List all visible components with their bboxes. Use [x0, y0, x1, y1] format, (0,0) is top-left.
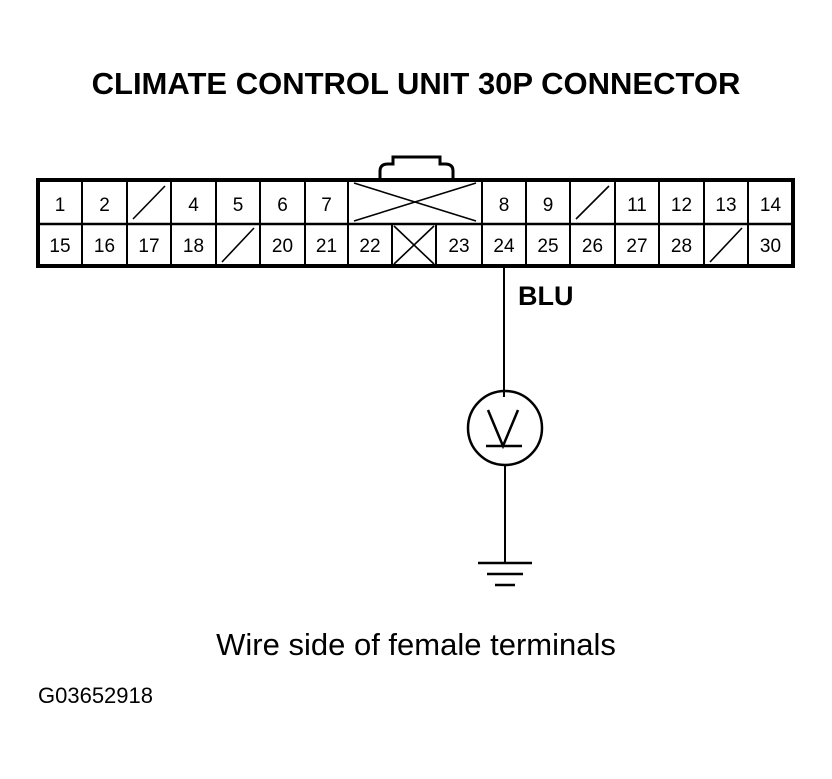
terminal-number: 30	[760, 236, 781, 257]
empty-cavity-mark	[709, 227, 743, 263]
terminal-number: 1	[55, 195, 66, 216]
terminal-number: 25	[537, 236, 558, 257]
terminal-number: 21	[316, 236, 337, 257]
terminal-number: 18	[183, 236, 204, 257]
terminal-number: 17	[138, 236, 159, 257]
diagram-caption: Wire side of female terminals	[216, 627, 616, 662]
terminal-number: 13	[715, 195, 736, 216]
terminal-number: 5	[233, 195, 244, 216]
terminal-number: 15	[49, 236, 70, 257]
terminal-number: 7	[321, 195, 332, 216]
terminal-number: 2	[99, 195, 110, 216]
wire-color-label: BLU	[518, 281, 574, 311]
voltmeter-icon	[466, 389, 544, 467]
terminal-number: 22	[359, 236, 380, 257]
ground-icon	[478, 561, 532, 587]
terminal-number: 4	[188, 195, 199, 216]
terminal-cells	[81, 180, 749, 266]
connector-latch	[378, 155, 455, 180]
diagram-title: CLIMATE CONTROL UNIT 30P CONNECTOR	[91, 66, 741, 101]
terminal-number: 14	[760, 195, 782, 216]
figure-code: G03652918	[38, 683, 153, 708]
terminal-number: 9	[543, 195, 554, 216]
terminal-number: 11	[627, 195, 647, 216]
empty-cavity-mark	[221, 227, 255, 263]
terminal-number: 16	[94, 236, 115, 257]
terminal-number: 12	[671, 195, 692, 216]
terminal-number: 26	[582, 236, 603, 257]
blocked-cavity-mark	[393, 225, 435, 265]
empty-cavity-mark	[132, 185, 166, 220]
terminal-number: 8	[499, 195, 510, 216]
terminal-number: 27	[626, 236, 647, 257]
terminal-number: 20	[272, 236, 293, 257]
terminal-number: 28	[671, 236, 692, 257]
terminal-number: 24	[493, 236, 515, 257]
empty-cavity-mark	[575, 185, 610, 220]
terminal-number: 6	[277, 195, 288, 216]
blocked-cavity-mark	[353, 182, 477, 222]
connector-body	[36, 178, 795, 268]
terminal-number: 23	[448, 236, 469, 257]
